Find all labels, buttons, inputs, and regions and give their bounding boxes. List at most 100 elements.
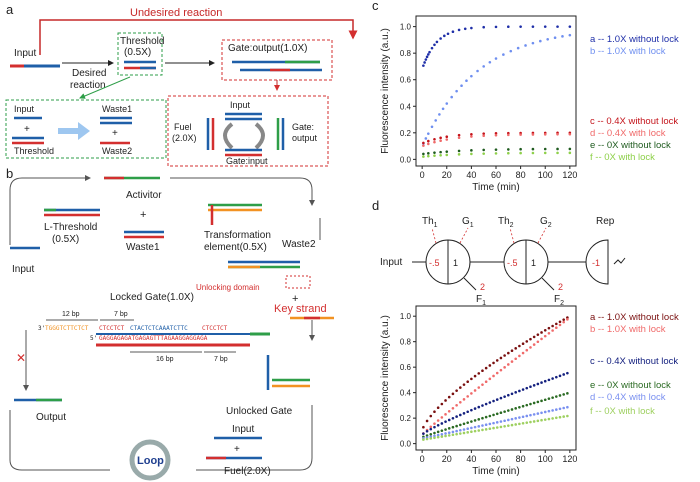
data-point [455,415,458,418]
data-point [481,383,484,386]
data-point [562,373,565,376]
data-point [532,384,536,387]
data-point [440,402,444,406]
x-tick-label: 0 [420,454,425,464]
y-tick-label: 1.0 [400,312,412,321]
data-point [429,414,433,418]
data-point [444,413,447,416]
data-point [462,398,466,401]
x-tick-label: 80 [516,170,526,180]
data-point [429,425,433,429]
data-point [510,423,514,427]
data-point [510,349,514,352]
data-point [439,150,442,154]
data-point [422,438,425,441]
data-point [455,429,458,433]
data-point [481,428,484,432]
gate1-left-value: -.5 [429,258,440,268]
data-point [439,153,442,157]
data-point [529,385,532,389]
y-tick-label: 0.2 [400,129,412,138]
data-point [425,429,429,433]
legend-entry: b -- 1.0X with lock [590,324,666,335]
data-point [492,361,495,365]
data-point [502,53,505,56]
data-point [436,423,440,427]
data-point [540,418,543,422]
data-point [484,415,488,419]
data-point [529,402,532,406]
data-point [444,434,447,438]
data-point [484,380,488,384]
data-point [495,421,499,424]
x-tick-label: 40 [466,454,476,464]
data-point [507,418,510,422]
waste2-label: Waste2 [102,146,132,156]
data-point [470,377,473,381]
seq-top-red: CTCCTCT [99,325,125,332]
x-tick-label: 120 [562,170,577,180]
data-point [507,25,510,29]
data-point [433,43,436,47]
data-point [529,337,532,341]
data-point [425,434,429,437]
data-point [473,407,477,410]
data-point [499,396,503,400]
x-axis-label: Time (min) [472,466,519,477]
data-point [482,65,485,68]
data-point [441,107,445,111]
data-point [536,419,540,423]
data-point [555,408,558,411]
data-point [470,135,473,138]
data-point [477,405,481,409]
data-point [532,343,536,346]
data-point [494,148,498,151]
panel-d: d Input -.5 1 -.5 1 -1 Th1 G1 Th2 G2 [372,198,679,477]
data-point [547,409,551,413]
plus-1: + [140,209,146,221]
data-point [459,429,462,432]
x-tick-label: 80 [516,454,526,464]
data-point [507,148,510,151]
panel-d-label: d [372,198,379,213]
reporter-value: -1 [592,258,600,268]
loop-label: Loop [137,455,164,467]
data-point [436,419,440,422]
data-point [440,422,444,425]
data-point [439,139,442,142]
legend-entry: a -- 1.0X without lock [590,34,679,45]
unlocking-domain-box [285,275,311,289]
threshold-conc: (0.5X) [124,47,151,58]
data-point [499,368,503,372]
unlocking-domain-label: Unlocking domain [196,283,260,292]
data-point [488,422,492,426]
data-point [503,354,506,357]
data-point [488,427,492,431]
data-point [518,422,521,426]
data-point [482,152,485,155]
bp12-label: 12 bp [62,311,80,318]
data-point [433,425,436,429]
data-point [443,34,446,38]
data-point [462,422,466,426]
sub-input-label: Input [14,104,35,114]
data-point [495,412,499,416]
data-point [503,366,506,369]
input-label: Input [14,48,36,59]
threshold-label: Threshold [120,36,164,47]
data-point [514,407,517,410]
data-point [531,41,535,45]
y-tick-label: 0.4 [400,389,412,398]
data-point [451,30,455,33]
data-point [465,79,468,83]
data-point [555,326,558,330]
data-point [521,415,525,419]
data-point [521,342,525,345]
data-point [484,366,488,370]
fuel-label: Fuel [174,122,192,132]
data-point [558,407,562,411]
data-point [451,392,455,396]
data-point [462,428,466,431]
data-point [470,132,473,136]
data-point [507,151,510,155]
